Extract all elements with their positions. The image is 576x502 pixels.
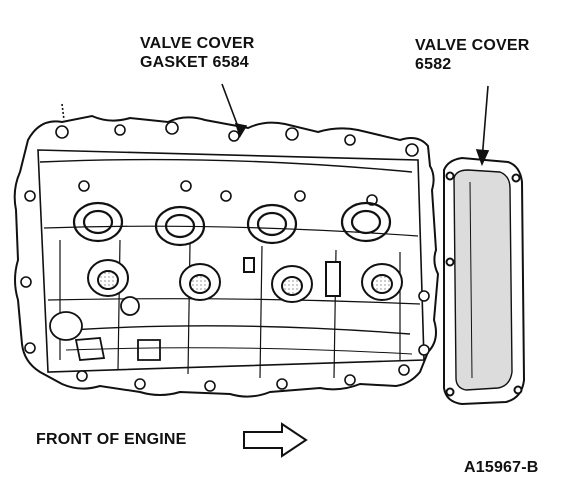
bolt-holes — [20, 121, 430, 392]
gasket-inner — [37, 149, 425, 373]
cylinder-head — [13, 114, 440, 398]
figure-id: A15967-B — [464, 459, 539, 476]
gasket-label-line2: GASKET 6584 — [140, 54, 249, 71]
front-of-engine-label: FRONT OF ENGINE — [36, 431, 187, 448]
valve-cover — [443, 156, 526, 406]
front-end-details — [49, 296, 161, 361]
cover-label: VALVE COVER 6582 — [415, 36, 530, 74]
cover-label-line1: VALVE COVER — [415, 37, 530, 54]
gasket-outline — [13, 114, 440, 398]
camshaft-journals — [87, 257, 403, 303]
cover-label-line2: 6582 — [415, 56, 452, 73]
gasket-label: VALVE COVER GASKET 6584 — [140, 34, 255, 72]
cover-leader — [481, 85, 489, 161]
spark-plug-tube-seals — [72, 201, 392, 247]
leader-lines — [61, 83, 490, 167]
direction-arrow-icon — [243, 422, 308, 458]
gasket-label-line1: VALVE COVER — [140, 35, 255, 52]
